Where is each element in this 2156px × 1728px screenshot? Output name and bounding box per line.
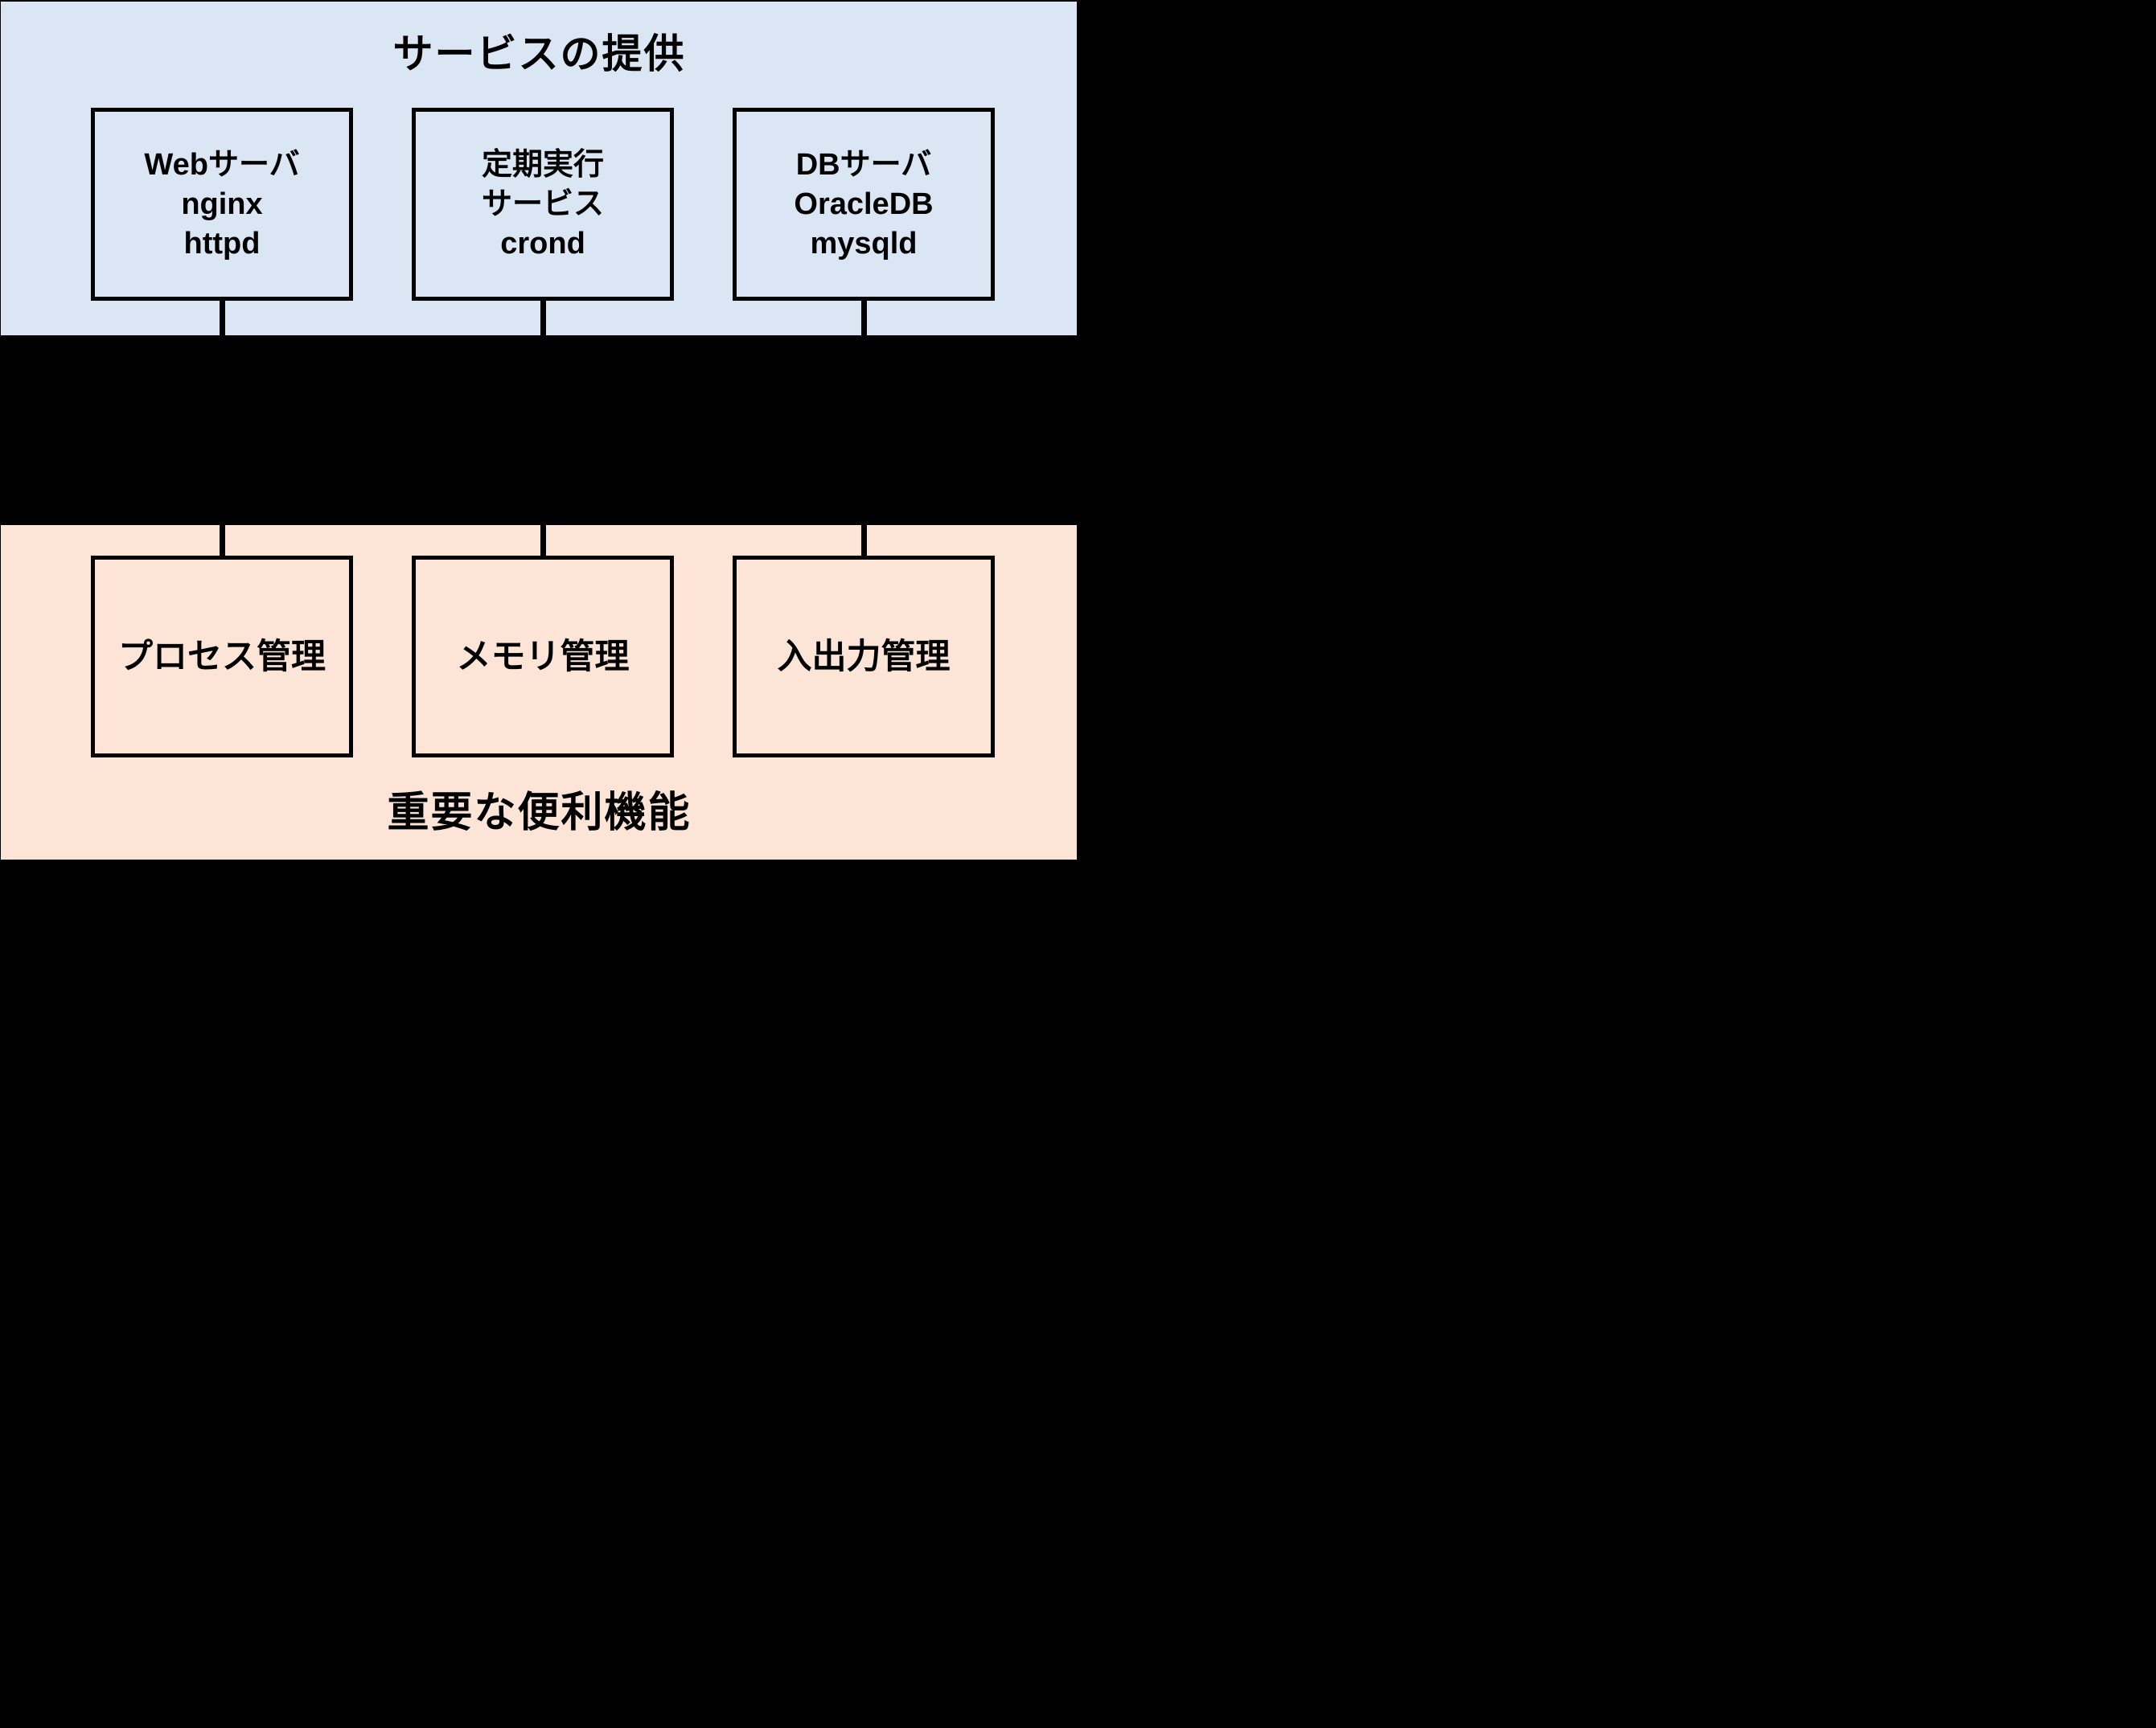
service-box-line: Webサーバ <box>144 147 300 182</box>
service-box-db-server: DBサーバ OracleDB mysqld <box>733 108 995 301</box>
service-box-line: サービス <box>481 187 604 221</box>
function-box-memory-management: メモリ管理 <box>412 556 674 757</box>
connector-line-web-upper <box>220 301 225 335</box>
service-box-web-server: Webサーバ nginx httpd <box>91 108 353 301</box>
connector-line-db-upper <box>861 301 867 335</box>
function-box-process-management: プロセス管理 <box>91 556 353 757</box>
service-box-line: crond <box>500 226 585 261</box>
services-section-background <box>1 2 1077 335</box>
connector-line-memory-lower <box>540 525 546 556</box>
redacted-middle-band <box>0 335 1078 525</box>
service-box-cron: 定期実行 サービス crond <box>412 108 674 301</box>
functions-section-background <box>1 525 1077 860</box>
connector-line-cron-upper <box>540 301 546 335</box>
service-box-line: httpd <box>183 226 261 261</box>
function-box-label: プロセス管理 <box>118 637 326 676</box>
diagram-canvas: サービスの提供 Webサーバ nginx httpd 定期実行 サービス cro… <box>0 0 1078 864</box>
service-box-line: OracleDB <box>794 187 934 221</box>
service-box-line: mysqld <box>810 226 918 261</box>
connector-line-process-lower <box>220 525 225 556</box>
functions-section-title: 重要な便利機能 <box>387 789 692 836</box>
function-box-label: 入出力管理 <box>777 637 951 676</box>
service-box-line: DBサーバ <box>795 147 932 182</box>
function-box-io-management: 入出力管理 <box>733 556 995 757</box>
function-box-label: メモリ管理 <box>456 637 630 676</box>
connector-line-io-lower <box>861 525 867 556</box>
services-section-title: サービスの提供 <box>392 31 686 76</box>
service-box-line: 定期実行 <box>481 147 604 182</box>
service-box-line: nginx <box>181 187 263 221</box>
